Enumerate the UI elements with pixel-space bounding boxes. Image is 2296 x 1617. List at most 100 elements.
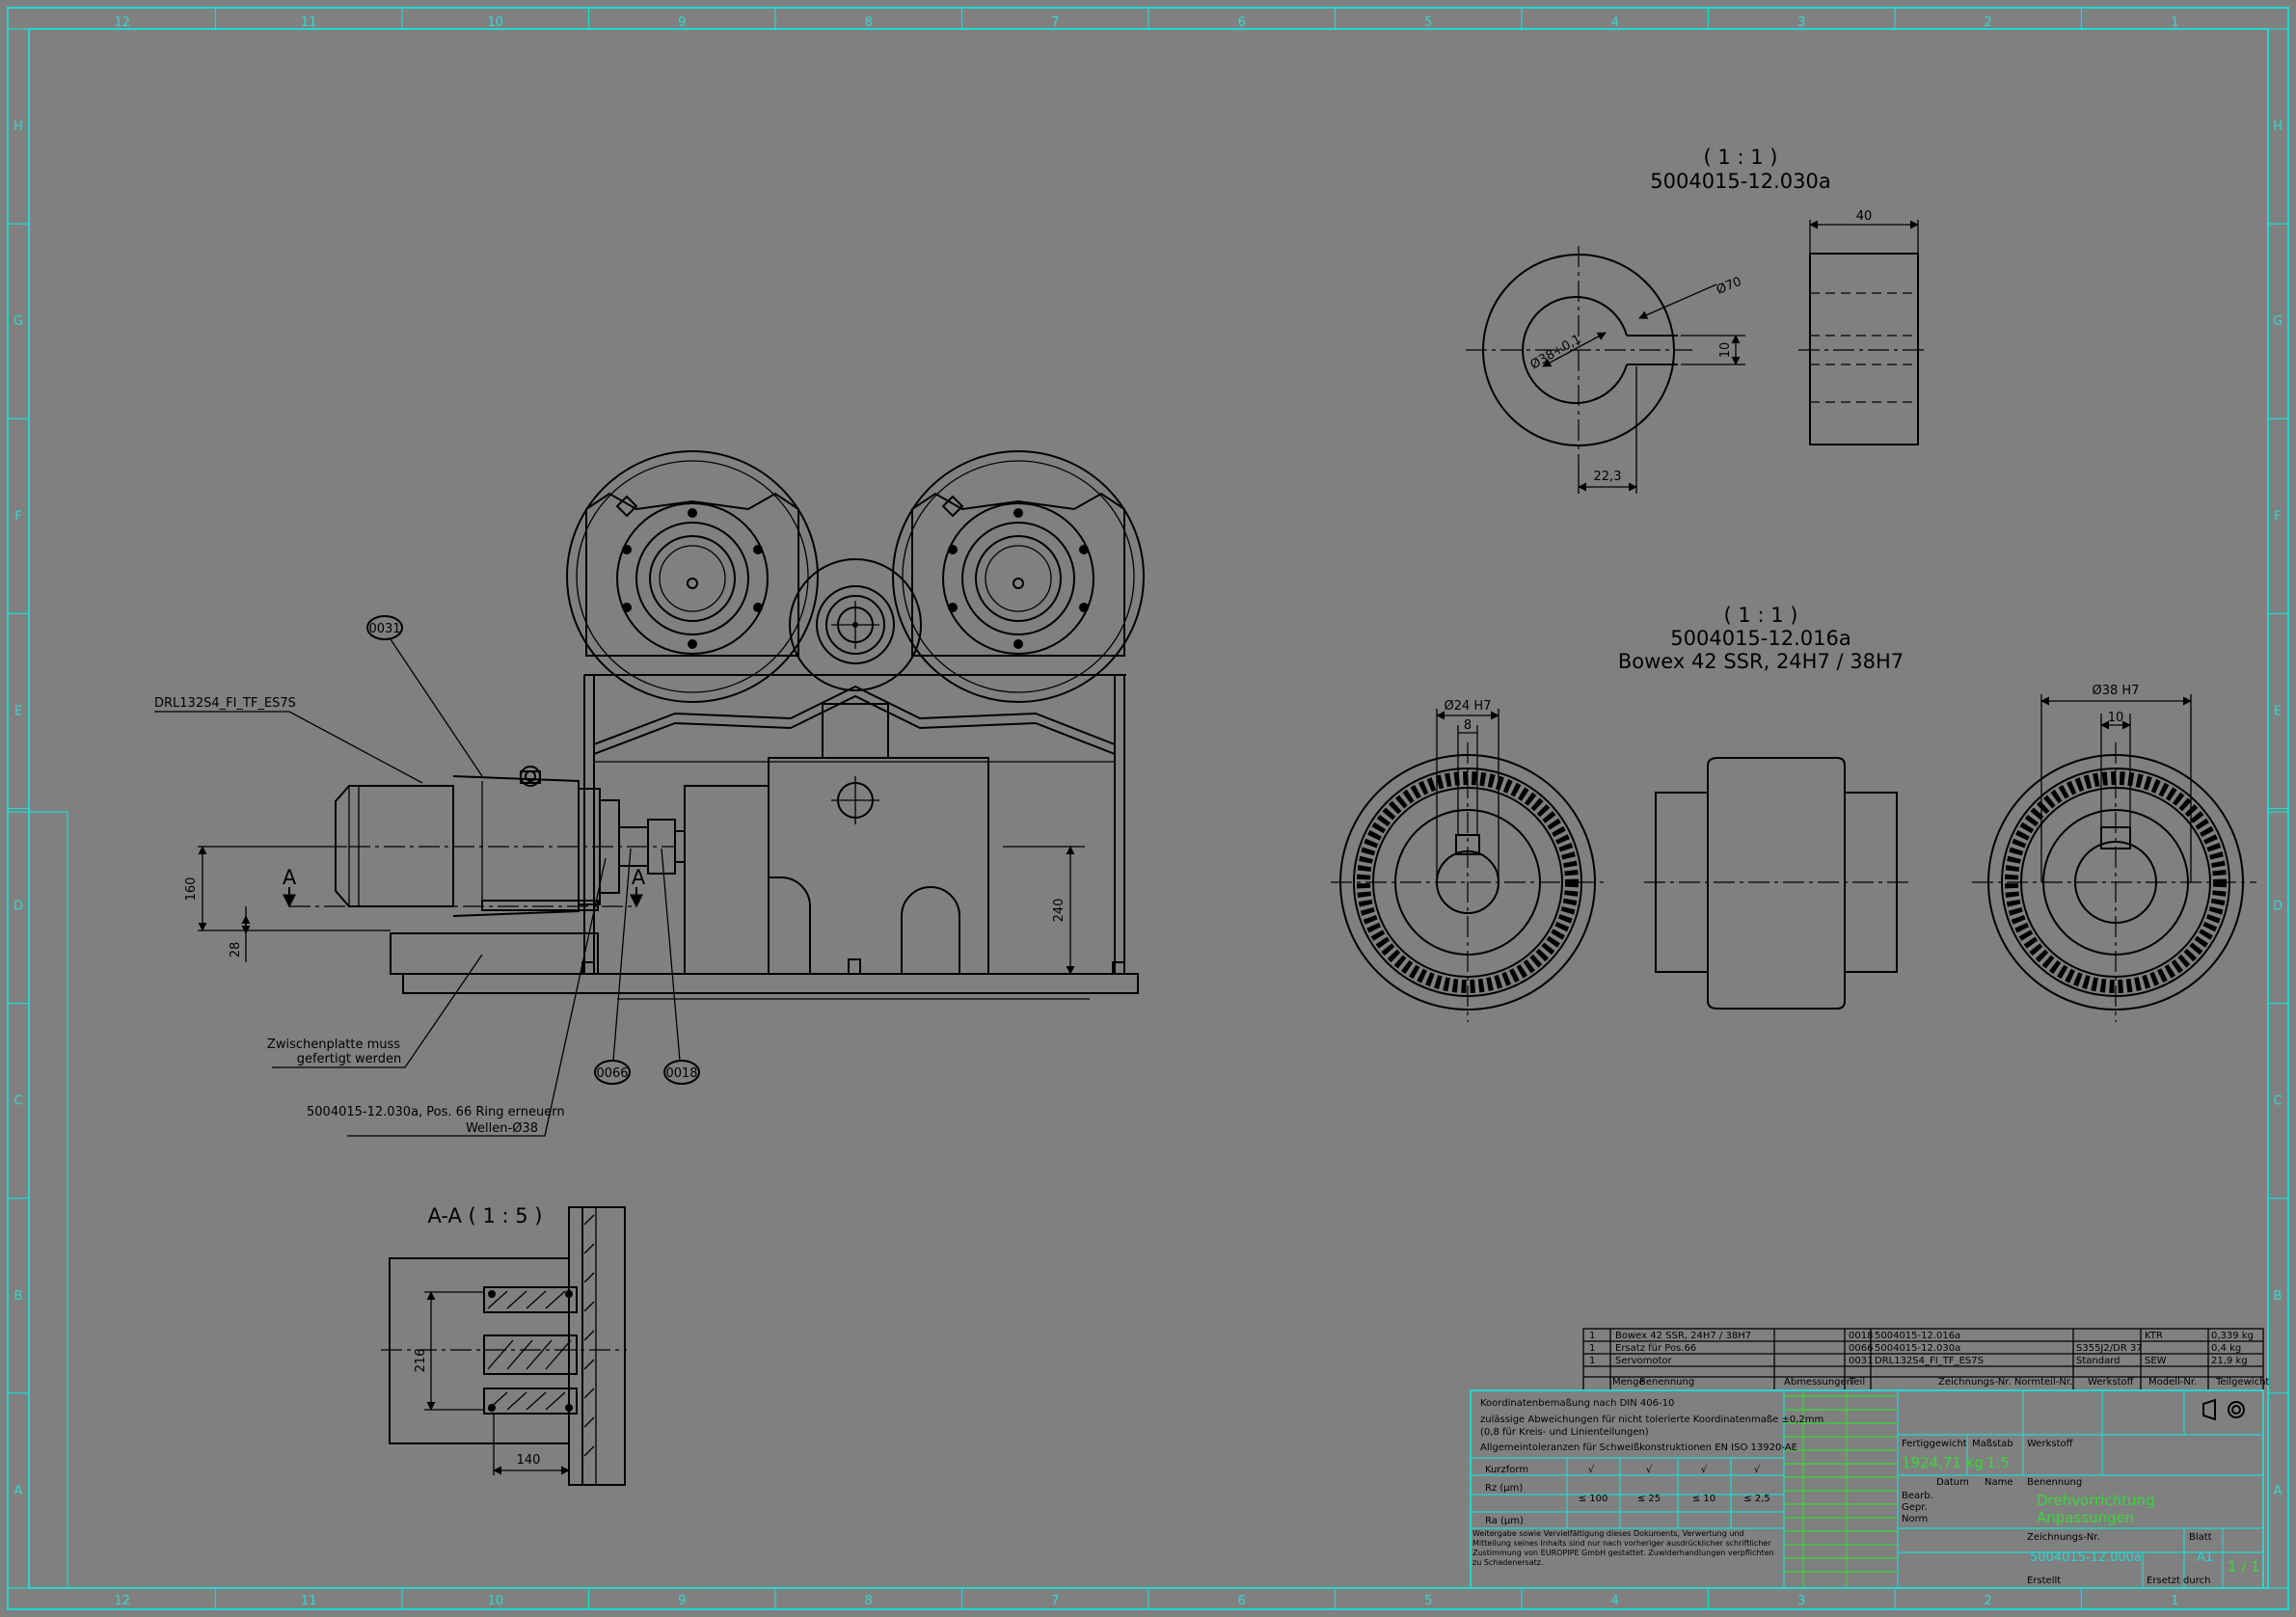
- parts-header-material: Werkstoff: [2088, 1377, 2135, 1388]
- right-roller-wheel: [892, 450, 1145, 703]
- tb-label-drawing-no: Zeichnungs-Nr.: [2027, 1532, 2100, 1543]
- ring-dim-offset: 22,3: [1594, 470, 1622, 484]
- frame-column-label: 5: [1424, 15, 1432, 30]
- tb-rz-3: ≤ 10: [1692, 1494, 1715, 1504]
- base-plate: [390, 932, 1139, 1000]
- callout-0066: 0066: [596, 1066, 628, 1081]
- frame-row-label: A: [2274, 1484, 2282, 1498]
- tb-notes-1: Koordinatenbemaßung nach DIN 406-10: [1480, 1398, 1674, 1409]
- parts-header-model: Modell-Nr.: [2148, 1377, 2197, 1388]
- ring-detail-view: ( 1 : 1 ) 5004015-12.030a Ø70 Ø38+0,1 10…: [1466, 146, 1929, 494]
- parts-cell-number: DRL132S4_FI_TF_ES7S: [1875, 1356, 1984, 1366]
- frame-row-label: G: [2273, 314, 2282, 329]
- frame-column-label: 5: [1424, 1594, 1432, 1608]
- parts-cell-qty: 1: [1589, 1343, 1595, 1354]
- frame-column-label: 3: [1797, 1594, 1805, 1608]
- parts-header-qty: Menge: [1612, 1377, 1645, 1388]
- section-a-a-view: A-A ( 1 : 5 ) 216: [381, 1204, 627, 1486]
- note-plate-line1: Zwischenplatte muss: [267, 1038, 400, 1052]
- frame-column-label: 7: [1051, 15, 1059, 30]
- revision-column: [1784, 1390, 1898, 1588]
- frame-row-label: A: [14, 1484, 23, 1498]
- parts-cell-material: SEW: [2145, 1356, 2167, 1366]
- title-block: Koordinatenbemaßung nach DIN 406-10 zulä…: [1470, 1389, 2264, 1589]
- tb-rz-label: Rz (µm): [1485, 1483, 1523, 1494]
- tb-label-date: Datum: [1936, 1477, 1969, 1488]
- tb-rz-4: ≤ 2,5: [1743, 1494, 1769, 1504]
- tb-label-sheet: Blatt: [2189, 1532, 2212, 1543]
- tb-label-name: Name: [1985, 1477, 2013, 1488]
- roughness-check-icon: √: [1754, 1465, 1761, 1475]
- parts-cell-pos: 0066: [1849, 1343, 1873, 1354]
- ring-dim-id: Ø38+0,1: [1528, 332, 1584, 372]
- tb-title-2: Anpassungen: [2037, 1509, 2134, 1526]
- parts-cell-pos: 0018: [1849, 1331, 1873, 1341]
- frame-row-label: E: [2274, 704, 2282, 718]
- frame-column-label: 2: [1985, 1594, 1992, 1608]
- tb-sheet: 1 / 1: [2228, 1558, 2260, 1576]
- parts-header-part: Teil: [1849, 1377, 1865, 1388]
- tb-mass: 1924,71 kg: [1902, 1454, 1984, 1471]
- frame-column-label: 11: [301, 1594, 317, 1608]
- frame-row-label: G: [14, 314, 23, 329]
- parts-cell-norm: S355J2/DR 37: [2076, 1343, 2143, 1354]
- parts-cell-mass: 0,339 kg: [2211, 1331, 2254, 1341]
- frame-row-label: F: [2274, 509, 2281, 524]
- ring-dim-slot: 10: [1718, 342, 1733, 359]
- ring-dim-od: Ø70: [1715, 275, 1743, 298]
- shaft-coupling: [618, 819, 686, 875]
- frame-row-label: H: [14, 120, 23, 134]
- tb-label-mass: Fertiggewicht: [1902, 1439, 1967, 1449]
- parts-cell-mass: 0,4 kg: [2211, 1343, 2241, 1354]
- parts-header-number: Zeichnungs-Nr. Normteil-Nr.: [1938, 1377, 2072, 1388]
- frame-row-label: C: [14, 1094, 22, 1109]
- frame-row-label: H: [2273, 120, 2282, 134]
- parts-cell-norm: Standard: [2076, 1356, 2120, 1366]
- parts-list-header: Menge Benennung Abmessungen Teil Zeichnu…: [1612, 1377, 2269, 1388]
- frame-column-label: 9: [678, 15, 686, 30]
- coupling-description: Bowex 42 SSR, 24H7 / 38H7: [1618, 650, 1904, 673]
- tb-title-1: Drehvorrichtung: [2037, 1492, 2155, 1509]
- tb-copyright-box: Weitergabe sowie Vervielfältigung dieses…: [1472, 1529, 1774, 1567]
- parts-cell-qty: 1: [1589, 1331, 1595, 1341]
- callout-0018: 0018: [665, 1066, 697, 1081]
- frame-row-label: F: [14, 509, 21, 524]
- left-roller-wheel: [566, 450, 819, 703]
- frame-column-label: 4: [1611, 1594, 1619, 1608]
- main-assembly-view: A A 160 28 240 0031 0066 0018: [154, 450, 1145, 1137]
- tb-notes-2: zulässige Abweichungen für nicht tolerie…: [1480, 1415, 1823, 1425]
- frame-column-label: 1: [2171, 15, 2178, 30]
- frame-column-label: 1: [2171, 1594, 2178, 1608]
- tb-notes-3: (0,8 für Kreis- und Linienteilungen): [1480, 1427, 1649, 1438]
- frame-row-label: D: [2273, 900, 2282, 914]
- tb-notes-4: Allgemeintoleranzen für Schweißkonstrukt…: [1480, 1442, 1797, 1453]
- motor-label: DRL132S4_FI_TF_ES7S: [154, 696, 296, 711]
- tb-rough-header: Kurzform: [1485, 1465, 1528, 1475]
- drawing-frame: [7, 7, 2289, 1610]
- parts-cell-number: 5004015-12.030a: [1875, 1343, 1960, 1354]
- coupling-dim-key-right: 10: [2108, 711, 2124, 725]
- note-ring-line1: 5004015-12.030a, Pos. 66 Ring erneuern: [307, 1105, 565, 1119]
- frame-column-label: 12: [114, 1594, 130, 1608]
- parts-header-mass: Teilgewicht: [2215, 1377, 2269, 1388]
- parts-cell-desc: Servomotor: [1615, 1356, 1673, 1366]
- tb-label-material: Werkstoff: [2027, 1439, 2074, 1449]
- parts-cell-desc: Bowex 42 SSR, 24H7 / 38H7: [1615, 1331, 1751, 1341]
- tb-label-norm: Norm: [1902, 1514, 1928, 1524]
- tb-size: A1: [2197, 1550, 2213, 1565]
- tb-rz-2: ≤ 25: [1637, 1494, 1661, 1504]
- section-label: A-A ( 1 : 5 ): [428, 1204, 543, 1227]
- parts-cell-mass: 21,9 kg: [2211, 1356, 2248, 1366]
- coupling-side-view: [1644, 757, 1909, 1010]
- ring-part-number: 5004015-12.030a: [1650, 170, 1830, 193]
- parts-cell-qty: 1: [1589, 1356, 1595, 1366]
